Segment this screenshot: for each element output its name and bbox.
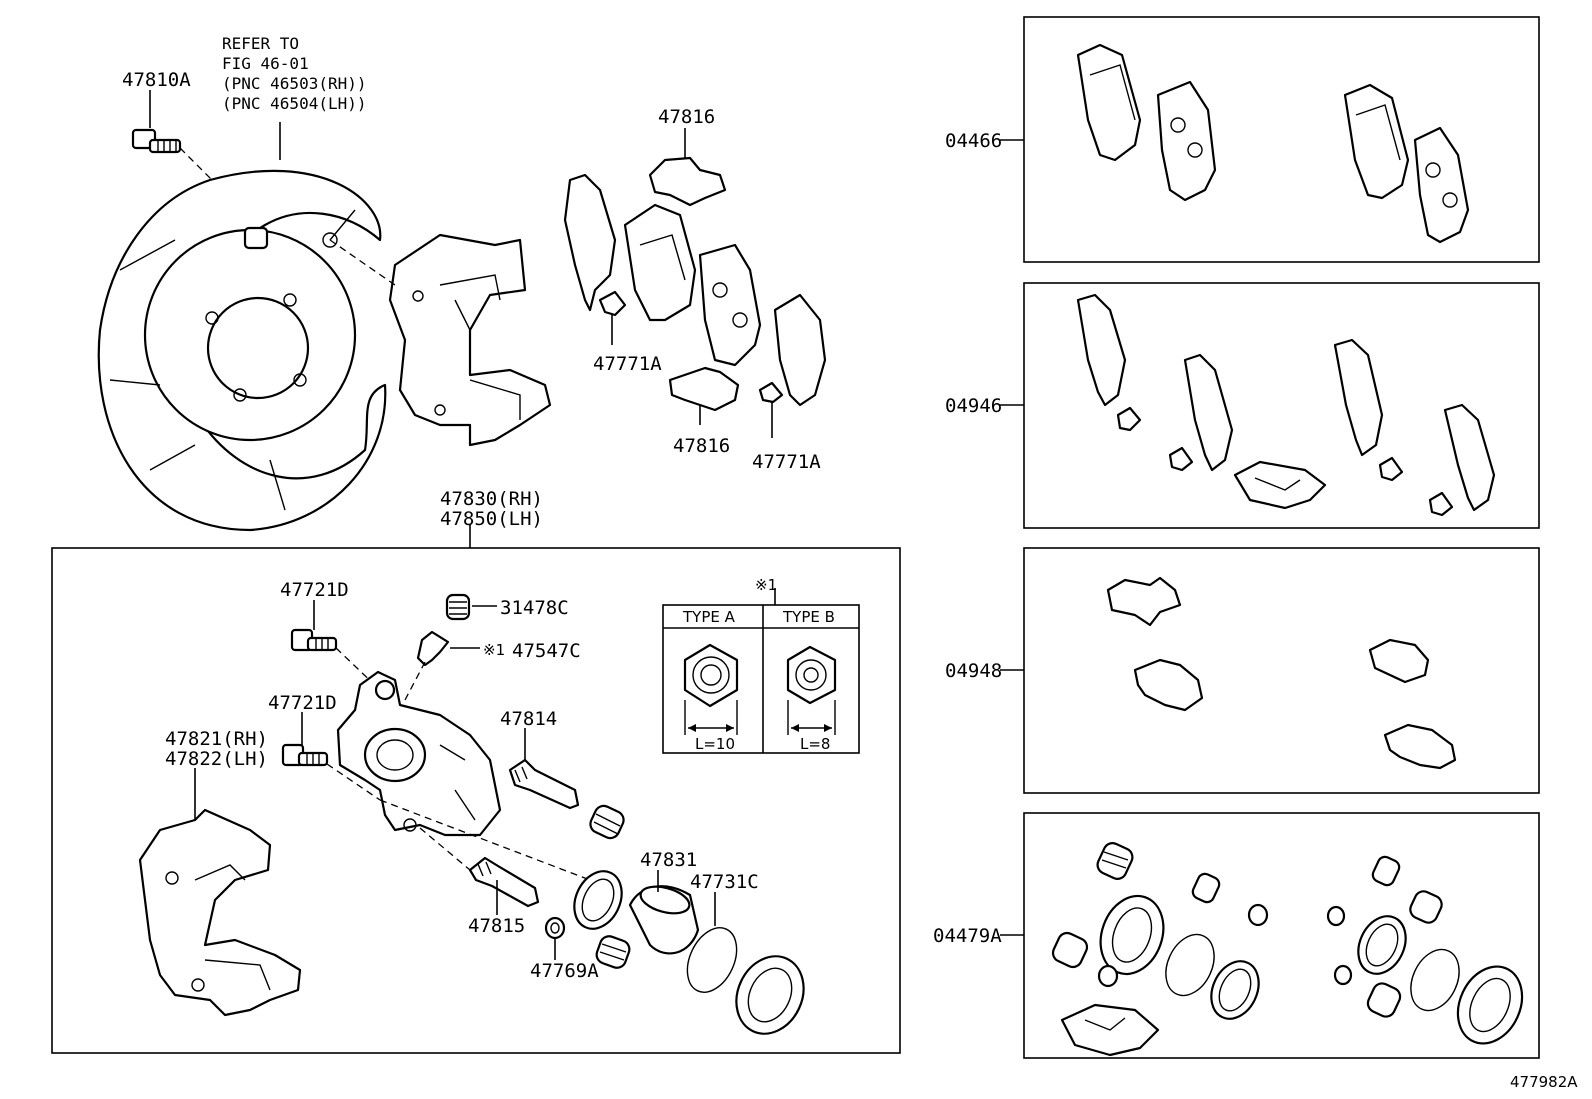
- label-kit-04466: 04466: [945, 130, 1002, 152]
- label-31478C: 31478C: [500, 597, 569, 619]
- label-47815: 47815: [468, 915, 525, 937]
- label-47769A: 47769A: [530, 960, 599, 982]
- label-47547C: 47547C: [512, 640, 581, 662]
- label-caliper-lh: 47850(LH): [440, 508, 543, 530]
- refer-line-2: FIG 46-01: [222, 54, 309, 73]
- figure-id: 477982A: [1510, 1073, 1578, 1091]
- boot-lower: [595, 935, 631, 969]
- bleeder-type-inset: [662, 588, 860, 754]
- inset-mark: ※1: [755, 576, 777, 594]
- inset-len-b: L=8: [800, 735, 830, 753]
- label-47816-bottom: 47816: [673, 435, 730, 457]
- label-kit-04948: 04948: [945, 660, 1002, 682]
- bracket-top: [329, 233, 552, 447]
- refer-line-3: (PNC 46503(RH)): [222, 74, 367, 93]
- kit-04466-pads: [1076, 43, 1470, 244]
- label-47810A: 47810A: [122, 69, 191, 91]
- mounting-bracket: [138, 768, 302, 1017]
- inset-type-b: TYPE B: [782, 608, 835, 626]
- inset-len-a: L=10: [695, 735, 735, 753]
- label-47816-top: 47816: [658, 106, 715, 128]
- kit-04946-shims: [1076, 293, 1496, 517]
- bleeder-47547C: [404, 630, 480, 701]
- label-kit-04946: 04946: [945, 395, 1002, 417]
- dust-shield: [97, 169, 387, 532]
- piston-47831: [628, 870, 700, 955]
- kit-04948-clips: [1106, 576, 1457, 770]
- label-47731C: 47731C: [690, 871, 759, 893]
- pads-group: [563, 128, 827, 438]
- inset-type-a: TYPE A: [682, 608, 736, 626]
- bushing-47769A: [544, 916, 566, 960]
- bolt-47721D-a: [290, 600, 381, 691]
- refer-line-4: (PNC 46504(LH)): [222, 94, 367, 113]
- label-mount-lh: 47822(LH): [165, 748, 268, 770]
- ring-47731C: [686, 892, 738, 993]
- label-mount-rh: 47821(RH): [165, 728, 268, 750]
- label-47721D-b: 47721D: [268, 692, 337, 714]
- seal-ring: [573, 870, 623, 930]
- bolt-47810A: [131, 90, 213, 181]
- kit-box-04948: [1023, 547, 1540, 794]
- label-47721D-a: 47721D: [280, 579, 349, 601]
- caliper-assembly-box: [51, 547, 901, 1054]
- caliper-body: [336, 670, 502, 837]
- label-47771A-left: 47771A: [593, 353, 662, 375]
- pin-47815: [379, 799, 591, 915]
- label-caliper-rh: 47830(RH): [440, 488, 543, 510]
- cap-31478C: [445, 593, 497, 621]
- label-47771A-right: 47771A: [752, 451, 821, 473]
- label-kit-04479A: 04479A: [933, 925, 1002, 947]
- refer-line-1: REFER TO: [222, 34, 299, 53]
- label-bleeder-mark: ※1: [483, 641, 505, 659]
- bolt-47721D-b: [281, 712, 381, 801]
- pin-47814: [508, 728, 580, 810]
- dust-boot: [735, 955, 805, 1035]
- boot-upper: [589, 804, 625, 840]
- kit-04479A-seals: [1051, 842, 1524, 1057]
- label-47814: 47814: [500, 708, 557, 730]
- label-47831: 47831: [640, 849, 697, 871]
